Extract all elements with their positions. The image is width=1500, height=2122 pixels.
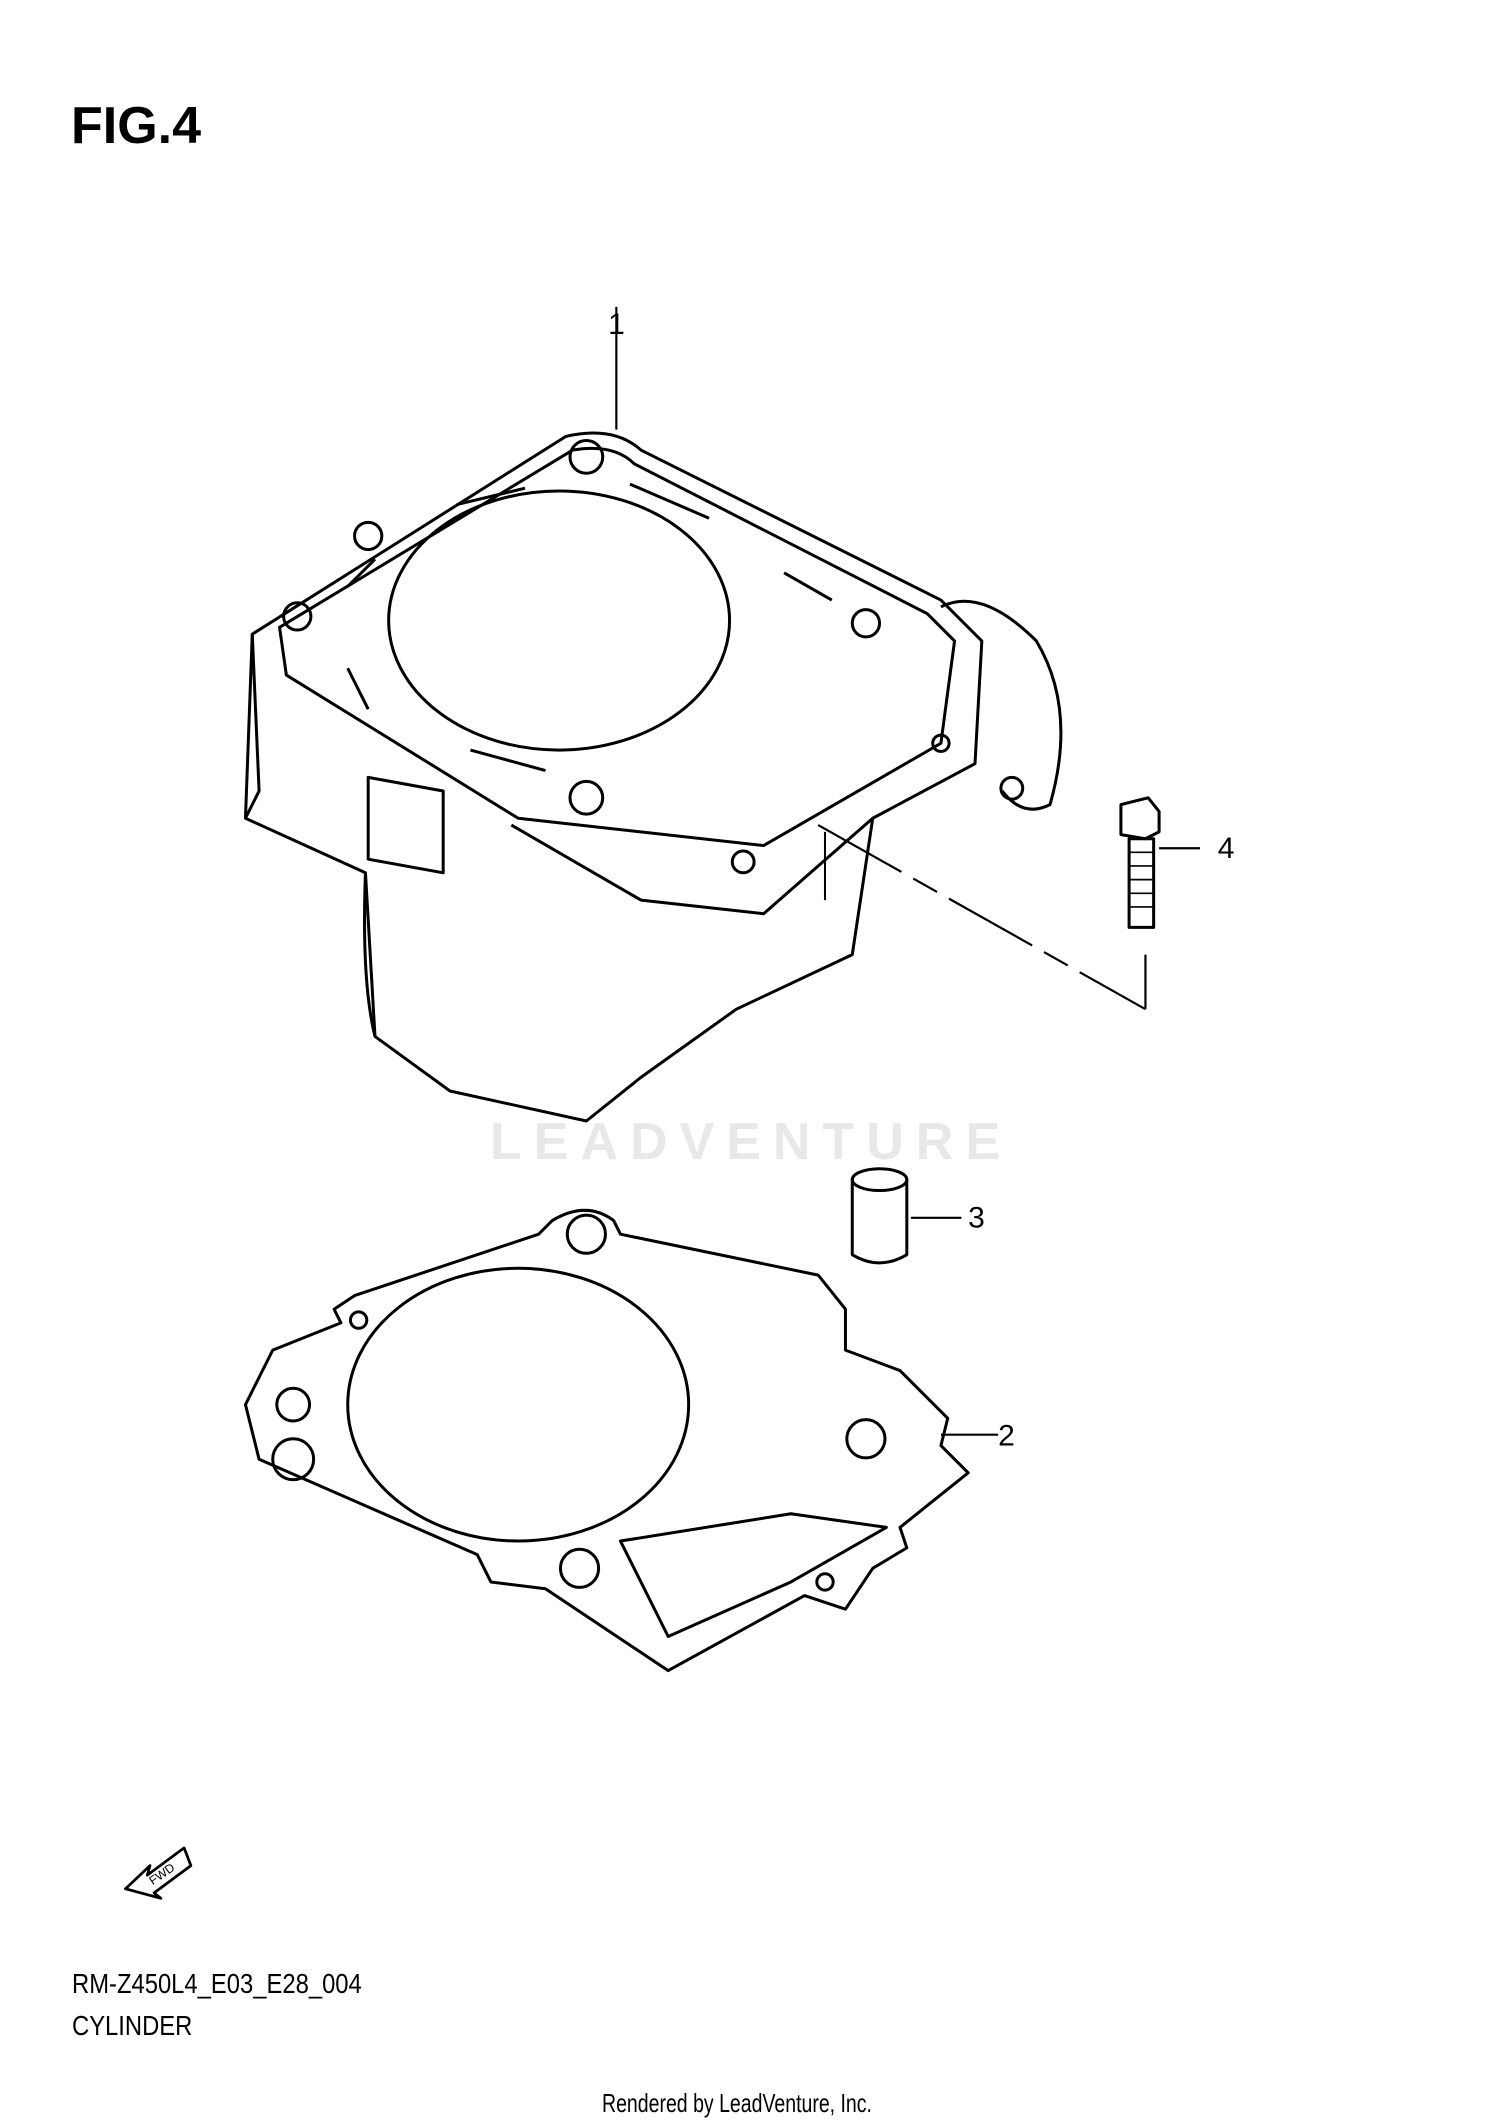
footer-credit: Rendered by LeadVenture, Inc.: [602, 2088, 872, 2118]
dowel-pin-part[interactable]: [850, 1167, 962, 1265]
gasket-part[interactable]: [243, 1208, 999, 1673]
diagram-caption: CYLINDER: [72, 2010, 193, 2041]
bolt-part[interactable]: [1119, 796, 1200, 929]
fwd-arrow-icon: FWD: [124, 1846, 193, 1900]
figure-title: FIG.4: [71, 97, 202, 155]
watermark: LEADVENTURE: [490, 1113, 1013, 1171]
cylinder-part[interactable]: [243, 306, 1147, 1123]
callout-3: 3: [968, 1201, 985, 1234]
diagram-code: RM-Z450L4_E03_E28_004: [72, 1968, 362, 1999]
callout-4: 4: [1218, 832, 1235, 865]
callout-1: 1: [608, 308, 625, 341]
callout-2: 2: [998, 1420, 1015, 1453]
